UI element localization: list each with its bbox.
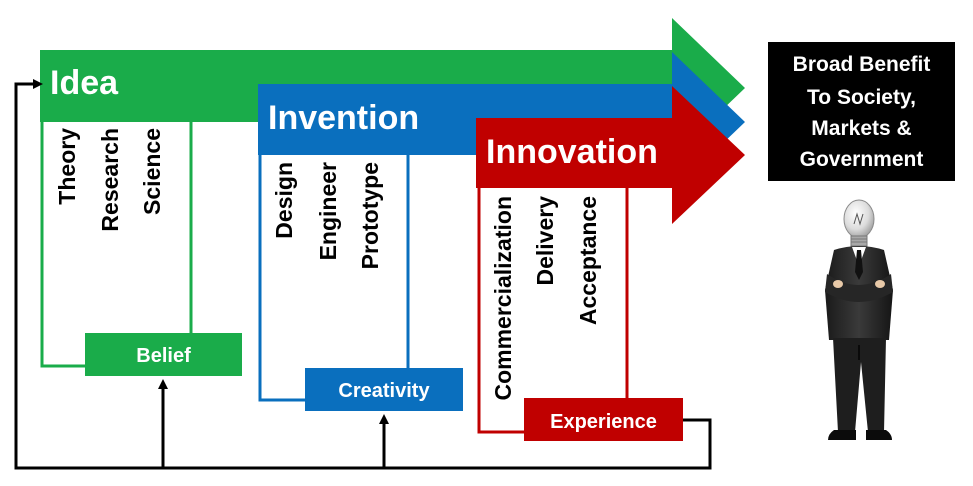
lightbulb-head-businessman-icon xyxy=(825,199,893,440)
creativity-box xyxy=(305,368,463,411)
feedback-path-main xyxy=(14,79,712,470)
feedback-loop xyxy=(14,79,712,470)
invention-item-design: Design xyxy=(271,162,297,239)
idea-item-research: Research xyxy=(97,128,123,232)
tie xyxy=(855,250,863,280)
experience-label: Experience xyxy=(550,411,657,433)
innovation-arrow-band xyxy=(476,86,745,224)
innovation-stage: Innovation Commercialization Delivery Ac… xyxy=(476,86,745,441)
experience-box xyxy=(524,398,683,441)
crossed-arms xyxy=(825,274,893,302)
broad-benefit-line-4: Government xyxy=(800,148,924,171)
idea-bracket xyxy=(40,120,193,368)
invention-item-prototype: Prototype xyxy=(357,162,383,269)
lightbulb-base xyxy=(850,235,868,247)
innovation-item-delivery: Delivery xyxy=(532,196,558,286)
idea-stage: Idea Theory Research Science Belief xyxy=(40,18,745,376)
shoe-left xyxy=(828,430,856,440)
invention-bracket xyxy=(258,153,410,402)
lightbulb-filament xyxy=(853,212,864,226)
invention-item-engineer: Engineer xyxy=(315,162,341,260)
broad-benefit-background xyxy=(768,42,955,181)
belief-label: Belief xyxy=(136,345,191,367)
innovation-item-acceptance: Acceptance xyxy=(575,196,601,325)
belief-box xyxy=(85,333,242,376)
innovation-bracket xyxy=(477,186,629,434)
broad-benefit-line-3: Markets & xyxy=(811,117,911,140)
innovation-title: Innovation xyxy=(486,133,658,171)
innovation-item-commercialization: Commercialization xyxy=(490,196,516,401)
shoe-right xyxy=(866,430,892,440)
broad-benefit-line-1: Broad Benefit xyxy=(793,53,931,76)
broad-benefit-line-2: To Society, xyxy=(807,86,916,109)
creativity-label: Creativity xyxy=(338,380,430,402)
broad-benefit-box: Broad Benefit To Society, Markets & Gove… xyxy=(768,42,955,181)
invention-title: Invention xyxy=(268,99,419,137)
idea-title: Idea xyxy=(50,64,119,102)
idea-item-science: Science xyxy=(139,128,165,215)
trousers xyxy=(833,338,886,432)
idea-item-theory: Theory xyxy=(54,128,80,205)
